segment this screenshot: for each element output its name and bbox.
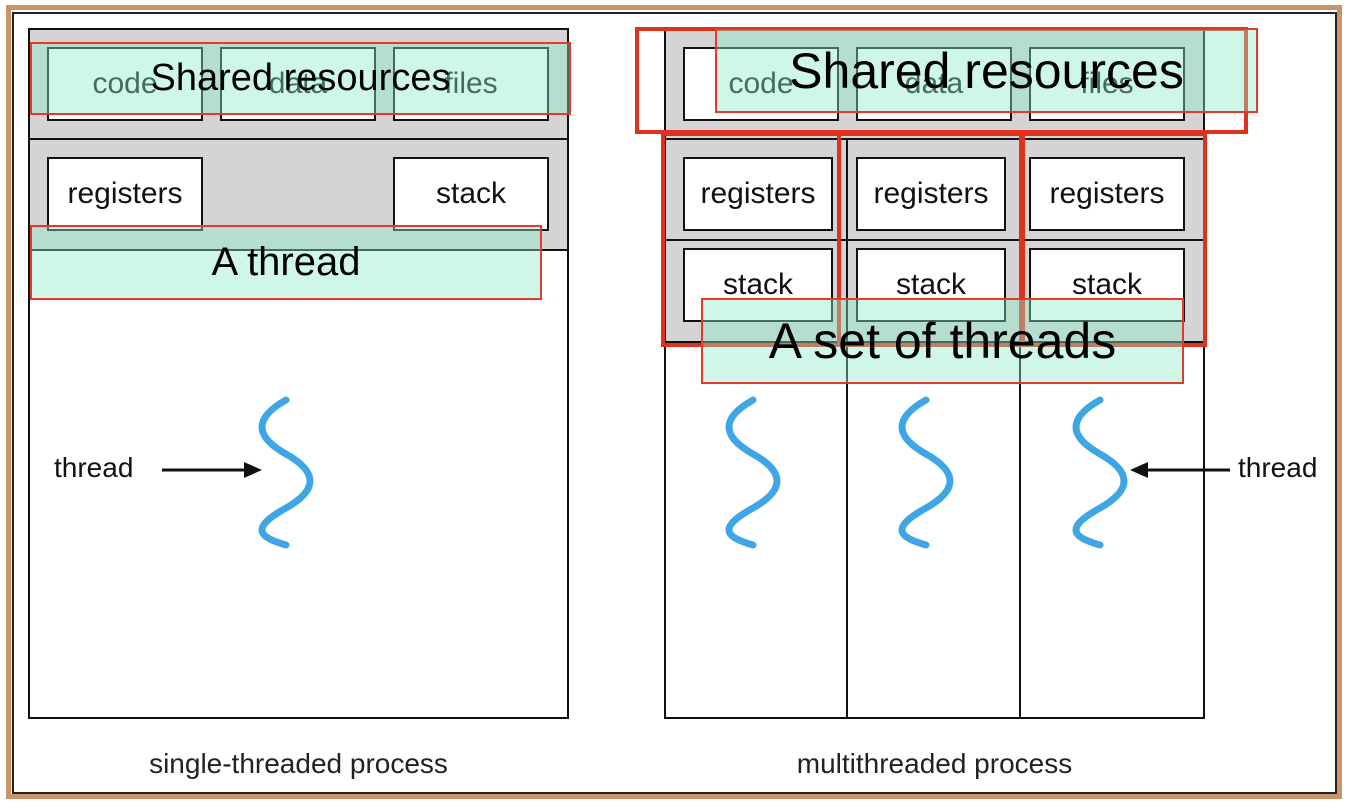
- single-caption: single-threaded process: [149, 748, 448, 779]
- thread-squiggle-icon: [725, 396, 781, 549]
- multi-divider-1: [846, 138, 848, 719]
- multi-thread-red-outline-3: [1019, 132, 1207, 347]
- multi-shared-overlay-text: Shared resources: [789, 42, 1184, 99]
- multi-divider-2: [1019, 138, 1021, 719]
- multi-stack-box-2: stack: [856, 248, 1006, 322]
- multi-threads-overlay: A set of threads: [701, 298, 1184, 384]
- single-shared-overlay-text: Shared resources: [150, 57, 451, 99]
- multi-thread-red-outline-2: [837, 132, 1025, 347]
- multi-threads-overlay-text: A set of threads: [768, 313, 1117, 369]
- multi-caption: multithreaded process: [796, 748, 1073, 779]
- arrow-icons: [162, 462, 1230, 478]
- multi-stack-box-1: stack: [683, 248, 833, 322]
- thread-squiggle-icon: [1072, 396, 1128, 549]
- single-thread-label: thread: [54, 452, 134, 483]
- single-thread-overlay-text: A thread: [211, 240, 361, 284]
- thread-squiggle-icon: [898, 396, 954, 549]
- outer-frame: [6, 5, 1342, 799]
- single-registers-box: registers: [47, 157, 203, 231]
- multi-registers-box-1: registers: [683, 157, 833, 231]
- thread-squiggle-icon: [258, 396, 314, 549]
- single-files-box: files: [393, 47, 549, 121]
- multi-row-divider: [664, 239, 1205, 241]
- multi-files-box: files: [1029, 47, 1185, 121]
- multi-code-box: code: [683, 47, 839, 121]
- single-stack-box: stack: [393, 157, 549, 231]
- thread-squiggles: [258, 396, 1128, 549]
- single-thread-overlay: A thread: [30, 225, 542, 300]
- right-arrow-head-icon: [244, 462, 262, 478]
- multi-registers-box-2: registers: [856, 157, 1006, 231]
- multi-data-box: data: [856, 47, 1012, 121]
- multi-registers-box-3: registers: [1029, 157, 1185, 231]
- single-data-box: data: [220, 47, 376, 121]
- single-shared-overlay: Shared resources: [30, 42, 571, 115]
- left-arrow-head-icon: [1130, 462, 1148, 478]
- single-code-box: code: [47, 47, 203, 121]
- multi-shared-overlay: Shared resources: [715, 28, 1258, 113]
- multi-stack-box-3: stack: [1029, 248, 1185, 322]
- multi-thread-label: thread: [1238, 452, 1318, 483]
